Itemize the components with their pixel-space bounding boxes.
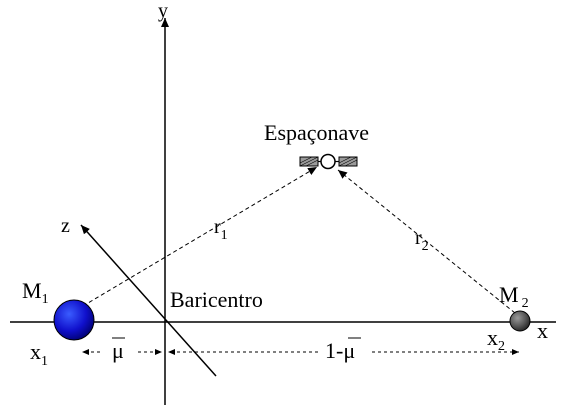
spacecraft-icon xyxy=(299,153,358,170)
z-axis xyxy=(80,224,217,377)
z-axis-label: z xyxy=(61,215,70,237)
x-axis-label: x xyxy=(537,318,548,343)
mu-label: μ xyxy=(112,338,124,363)
one-minus-mu-label: 1-μ xyxy=(325,338,355,363)
barycenter-label: Baricentro xyxy=(170,287,263,312)
r2-label: r2 xyxy=(415,227,429,254)
r1-label: r1 xyxy=(214,216,228,243)
x1-label: x1 xyxy=(30,339,48,369)
y-axis-label: y xyxy=(158,0,168,22)
m1-label: M1 xyxy=(22,278,49,307)
r2-vector xyxy=(337,169,516,314)
r1-vector xyxy=(82,166,318,307)
body-m1 xyxy=(53,299,95,341)
body-m2 xyxy=(509,310,531,332)
x2-label: x2 xyxy=(487,325,505,354)
spacecraft-label: Espaçonave xyxy=(264,120,369,145)
